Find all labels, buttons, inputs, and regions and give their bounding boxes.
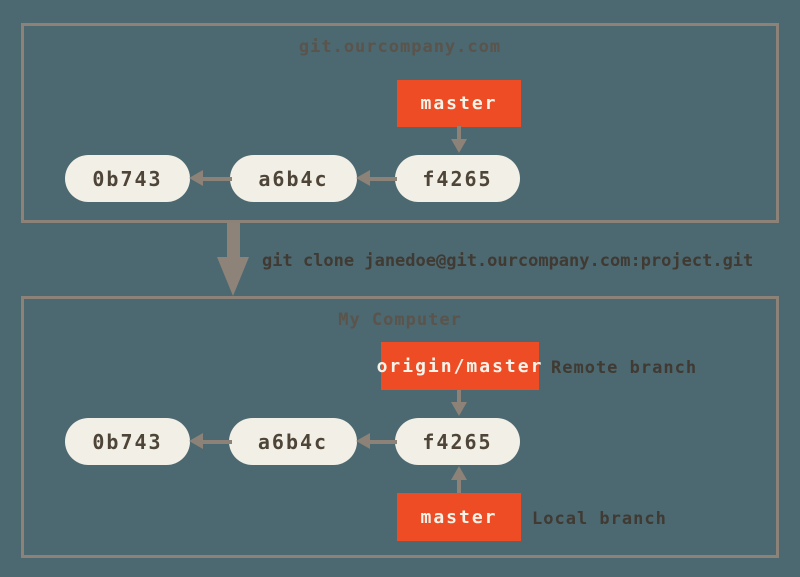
remote-branch-arrow-head-icon xyxy=(451,402,467,416)
server-parent-arrow2-head-icon xyxy=(356,170,370,186)
server-parent-arrow1-head-icon xyxy=(189,170,203,186)
remote-branch-box: origin/master xyxy=(377,342,541,390)
remote-branch-annotation: Remote branch xyxy=(551,358,698,378)
clone-arrow-head-icon xyxy=(217,257,249,296)
local-branch-box: master xyxy=(397,493,521,541)
server-title: git.ourcompany.com xyxy=(298,37,502,57)
server-commit-a6b4c: a6b4c xyxy=(230,155,357,202)
server-commit-a6b4c-label: a6b4c xyxy=(258,166,329,191)
local-branch-arrow-shaft xyxy=(457,478,461,494)
clone-command: git clone janedoe@git.ourcompany.com:pro… xyxy=(262,251,754,271)
clone-arrow-shaft xyxy=(227,223,240,259)
computer-commit-f4265-label: f4265 xyxy=(422,429,493,454)
computer-parent-arrow1-shaft xyxy=(201,440,232,444)
server-commit-0b743-label: 0b743 xyxy=(92,166,163,191)
computer-commit-0b743-label: 0b743 xyxy=(92,429,163,454)
server-branch-arrow-shaft xyxy=(457,126,461,141)
server-master-branch-label: master xyxy=(420,93,498,114)
computer-box xyxy=(21,296,779,558)
local-branch-arrow-head-icon xyxy=(451,466,467,480)
computer-title: My Computer xyxy=(338,310,462,330)
computer-commit-a6b4c-label: a6b4c xyxy=(257,429,329,454)
server-branch-arrow-head-icon xyxy=(451,139,467,153)
local-branch-box-label: master xyxy=(420,506,498,528)
server-parent-arrow2-shaft xyxy=(368,177,397,181)
server-commit-f4265: f4265 xyxy=(395,155,520,202)
remote-branch-box-label: origin/master xyxy=(376,355,544,377)
remote-branch-arrow-shaft xyxy=(457,390,461,404)
server-commit-f4265-label: f4265 xyxy=(422,166,493,191)
computer-parent-arrow2-head-icon xyxy=(356,433,370,449)
server-box xyxy=(21,23,779,223)
server-commit-0b743: 0b743 xyxy=(65,155,190,202)
computer-parent-arrow2-shaft xyxy=(368,440,397,444)
computer-commit-0b743: 0b743 xyxy=(65,418,190,465)
computer-parent-arrow1-head-icon xyxy=(189,433,203,449)
computer-commit-a6b4c: a6b4c xyxy=(229,418,357,465)
server-parent-arrow1-shaft xyxy=(201,177,232,181)
server-master-branch: master xyxy=(397,80,521,127)
computer-commit-f4265: f4265 xyxy=(395,418,520,465)
local-branch-annotation: Local branch xyxy=(532,509,667,529)
